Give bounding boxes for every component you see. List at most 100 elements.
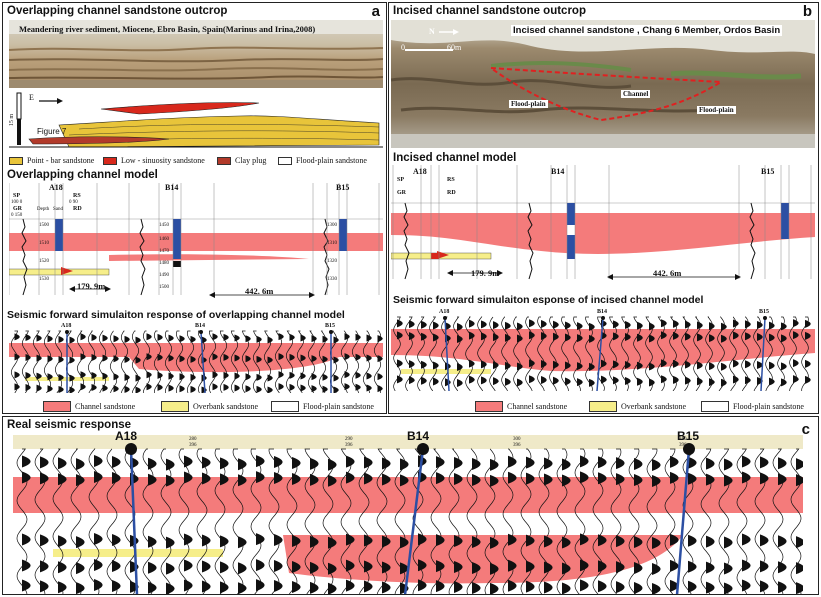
seismic-trace: [574, 448, 586, 594]
seismic-peak: [300, 354, 306, 362]
seismic-peak: [201, 336, 207, 344]
seismic-peak: [113, 373, 119, 381]
seismic-peak: [541, 332, 547, 340]
seismic-peak: [421, 360, 427, 369]
seismic-peak: [721, 362, 727, 371]
seismic-trace: [268, 448, 280, 594]
seismic-peak: [91, 353, 97, 361]
outcrop-photo-b-drawing: [391, 20, 815, 148]
seismic-peak: [113, 335, 119, 343]
seismic-peak: [742, 533, 751, 546]
seismic-peak: [436, 456, 445, 469]
seismic-peak: [436, 580, 445, 593]
seismic-peak: [322, 335, 328, 343]
seismic-forward-a-drawing: [9, 330, 383, 393]
seismic-peak: [36, 372, 42, 380]
seismic-peak: [793, 331, 799, 340]
seismic-peak: [234, 384, 240, 392]
seismic-peak: [409, 360, 415, 369]
seismic-peak: [553, 320, 559, 329]
panel-b-outcrop-title: Incised channel sandstone outcrop: [393, 5, 586, 17]
seismic-peak: [274, 560, 283, 573]
seismic-peak: [112, 533, 121, 546]
seismic-well-head: [329, 330, 333, 334]
seismic-peak: [58, 473, 67, 486]
seismic-trace: [52, 448, 64, 594]
seismic-peak: [616, 473, 625, 486]
seismic-trace: [772, 448, 784, 594]
seismic-peak: [757, 320, 763, 329]
seismic-peak: [223, 383, 229, 391]
seismic-peak: [310, 457, 319, 470]
seismic-peak: [634, 474, 643, 487]
seismic-peak: [58, 385, 64, 393]
seismic-peak: [91, 333, 97, 341]
seismic-peak: [256, 385, 262, 393]
seismic-peak: [652, 458, 661, 471]
seismic-peak: [505, 333, 511, 342]
legend-a-overbank-swatch: [161, 401, 189, 412]
seismic-trace: [340, 330, 349, 393]
seismic-peak: [58, 373, 64, 381]
seismic-peak: [634, 562, 643, 575]
depth-b14-1: 1460: [159, 237, 169, 242]
seismic-peak: [47, 355, 53, 363]
seismic-peak: [58, 457, 67, 470]
seismic-peak: [724, 474, 733, 487]
real-well-b14: B14: [407, 429, 430, 443]
seismic-peak: [397, 375, 403, 384]
seismic-peak: [625, 377, 631, 386]
seismic-peak: [433, 321, 439, 330]
model-a-drawing: [9, 183, 383, 298]
seismic-peak: [508, 455, 517, 468]
seismic-trace: [87, 330, 96, 393]
seismic-peak: [706, 457, 715, 470]
legend-b-channel-label: Channel sandstone: [507, 402, 568, 411]
seismic-peak: [328, 458, 337, 471]
outcrop-photo-a: Meandering river sediment, Miocene, Ebro…: [9, 20, 383, 88]
seismic-peak: [670, 471, 679, 484]
seismic-peak: [454, 561, 463, 574]
seismic-well-head: [199, 330, 203, 334]
seismic-peak: [526, 472, 535, 485]
legend-point-bar: Point - bar sandstone: [9, 156, 94, 165]
seismic-peak: [377, 385, 383, 393]
seismic-peak: [333, 336, 339, 344]
seismic-peak: [421, 320, 427, 329]
seismic-well-track: [403, 448, 425, 594]
seismic-peak: [625, 361, 631, 370]
seismic-peak: [598, 534, 607, 547]
panel-b-seismic-title: Seismic forward simulaiton esponse of in…: [393, 294, 704, 306]
seismic-peak: [245, 373, 251, 381]
seismic-peak: [166, 458, 175, 471]
seismic-trace: [106, 448, 118, 594]
seismic-peak: [344, 371, 350, 379]
seismic-peak: [76, 582, 85, 594]
seismic-peak: [769, 377, 775, 386]
seismic-peak: [300, 334, 306, 342]
seismic-peak: [634, 582, 643, 594]
seismic-peak: [344, 353, 350, 361]
seismic-peak: [112, 559, 121, 572]
model-b-rs: RS: [447, 177, 455, 183]
seismic-peak: [202, 472, 211, 485]
low-sinuosity-swatch: [103, 156, 117, 165]
seismic-peak: [25, 333, 31, 341]
seismic-peak: [436, 472, 445, 485]
seismic-trace: [178, 448, 190, 594]
seismic-peak: [652, 562, 661, 575]
seismic-peak: [202, 560, 211, 573]
seismic-peak: [760, 580, 769, 593]
seismic-peak: [688, 580, 697, 593]
seismic-peak: [409, 376, 415, 385]
seismic-peak: [454, 473, 463, 486]
seismic-peak: [805, 331, 811, 340]
seismic-peak: [278, 371, 284, 379]
panel-a-seismic-title: Seismic forward simulaiton response of o…: [7, 309, 345, 321]
seismic-peak: [544, 581, 553, 594]
panel-b: b Incised channel sandstone outcrop Inci…: [388, 2, 819, 414]
seis-b-well-a18: A18: [439, 309, 450, 315]
trace-num2-1: 396: [345, 443, 353, 448]
seismic-peak: [184, 579, 193, 592]
seismic-trace: [98, 330, 107, 393]
